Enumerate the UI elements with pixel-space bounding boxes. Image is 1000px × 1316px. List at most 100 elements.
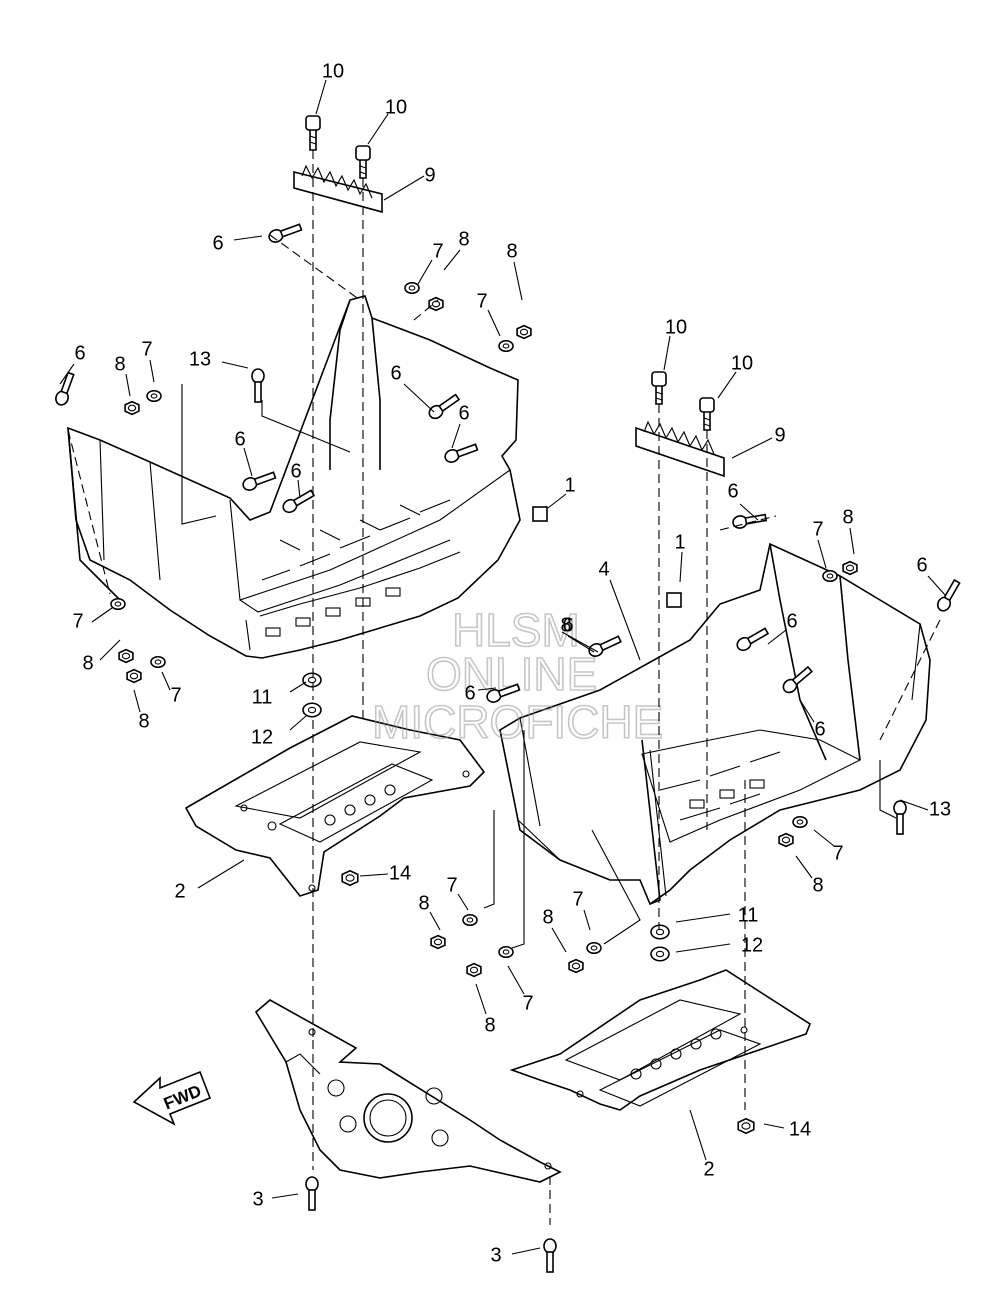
fwd-direction-arrow: FWD: [132, 1070, 212, 1126]
callout-label: 13: [929, 798, 951, 820]
callout-leader: [675, 913, 731, 923]
callout-leader: [477, 687, 497, 691]
callout-label: 3: [252, 1188, 263, 1210]
right-footrest-fender: [499, 542, 931, 906]
callout-label: 10: [385, 96, 407, 118]
callout-label: 6: [562, 614, 573, 636]
callout-leader: [289, 715, 307, 731]
callout-leader: [59, 363, 75, 385]
callout-leader: [561, 631, 599, 653]
callout-leader: [221, 361, 249, 369]
hex-nut-8: [516, 324, 532, 340]
callout-label: 7: [170, 684, 181, 706]
hex-nut-8: [430, 934, 446, 950]
washer-7: [146, 389, 162, 403]
callout-leader: [849, 527, 855, 555]
watermark: HLSM ONLINE MICROFICHE: [371, 603, 664, 749]
callout-leader: [417, 259, 433, 285]
callout-label: 7: [522, 992, 533, 1014]
washer-7: [150, 655, 166, 669]
fasteners: [55, 223, 961, 1273]
frame-mount: [254, 999, 562, 1183]
callout-label: 6: [212, 232, 223, 254]
callout-leader: [149, 359, 155, 383]
callout-label: 9: [424, 164, 435, 186]
callout-label: 8: [842, 506, 853, 528]
screw: [282, 489, 316, 514]
callout-label: 8: [82, 652, 93, 674]
hex-nut-8: [124, 400, 140, 416]
collar-11: [650, 924, 670, 940]
callout-leader: [795, 855, 813, 879]
callout-label: 8: [560, 614, 571, 636]
screw: [444, 443, 479, 463]
callout-label: 8: [418, 892, 429, 914]
callout-label: 2: [703, 1158, 714, 1180]
right-step-bracket: [635, 420, 725, 478]
callout-label: 6: [234, 428, 245, 450]
callout-leader: [551, 927, 567, 953]
callout-label: 6: [390, 362, 401, 384]
callout-leader: [763, 1123, 785, 1129]
left-footboard: [184, 715, 486, 897]
callout-leader: [583, 909, 591, 931]
callout-label: 8: [138, 710, 149, 732]
callout-label: 8: [506, 240, 517, 262]
screw: [893, 800, 907, 835]
watermark-line-1: HLSM: [452, 604, 580, 656]
callout-leader: [297, 479, 301, 499]
callout-label: 12: [741, 934, 763, 956]
callout-label: 6: [916, 554, 927, 576]
callout-label: 10: [322, 60, 344, 82]
callout-leader: [899, 799, 929, 811]
hex-nut-8: [842, 560, 858, 576]
collar-11: [302, 672, 322, 688]
callout-label: 13: [189, 348, 211, 370]
screw: [242, 471, 277, 491]
bolt-10-a: [305, 115, 321, 151]
right-footboard: [509, 969, 811, 1111]
flange-nut-14: [737, 1117, 755, 1135]
callout-leader: [99, 639, 121, 661]
callout-leader: [359, 873, 389, 877]
callout-label: 8: [484, 1014, 495, 1036]
screw: [268, 223, 303, 243]
callout-leader: [513, 261, 523, 301]
callout-label: 6: [74, 342, 85, 364]
washer-7: [792, 815, 808, 829]
callout-label: 8: [812, 874, 823, 896]
callout-leader: [243, 447, 253, 477]
washer-7: [498, 339, 514, 353]
callout-label: 2: [174, 880, 185, 902]
callout-label: 12: [251, 726, 273, 748]
callout-leader: [813, 829, 835, 847]
callout-label: 10: [731, 352, 753, 374]
washer-7: [404, 281, 420, 295]
screw: [732, 513, 768, 529]
callout-leader: [403, 383, 435, 413]
callout-leader: [289, 681, 307, 693]
callout-leader: [233, 235, 263, 241]
callout-leader: [927, 575, 947, 597]
washer-7: [822, 569, 838, 583]
callout-label: 1: [674, 531, 685, 553]
screw: [543, 1238, 557, 1273]
screw: [55, 371, 75, 406]
screw: [936, 578, 961, 612]
callout-leader: [451, 423, 461, 449]
bolt-10-b: [355, 145, 371, 179]
callout-leader: [383, 175, 425, 201]
callout-leader: [429, 911, 441, 931]
callout-label: 7: [476, 290, 487, 312]
collar-12: [650, 946, 670, 962]
callout-label: 14: [789, 1118, 811, 1140]
callout-label: 6: [464, 682, 475, 704]
callout-leader: [547, 493, 567, 509]
callout-leader: [367, 113, 389, 145]
washer-7: [462, 913, 478, 927]
callout-label: 6: [814, 718, 825, 740]
hex-nut-8: [118, 648, 134, 664]
callout-label: 10: [665, 316, 687, 338]
callout-leader: [679, 551, 683, 583]
